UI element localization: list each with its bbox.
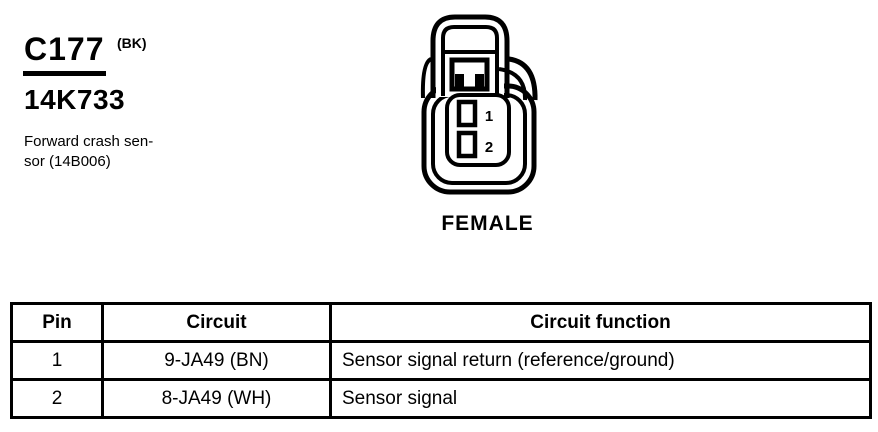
pin-number-2: 2	[485, 139, 493, 156]
pinout-table-head: Pin Circuit Circuit function	[10, 302, 872, 343]
keyway-block-right	[475, 74, 484, 87]
cell-function: Sensor signal return (reference/ground)	[329, 340, 872, 381]
pin-cavity-1	[456, 99, 478, 128]
pin-number-1: 1	[485, 108, 493, 125]
header-circuit: Circuit	[101, 302, 332, 343]
cell-function: Sensor signal	[329, 378, 872, 419]
connector-inner-face	[445, 93, 511, 167]
connector-diagram: 1 2	[420, 14, 538, 195]
right-shoulder-strap	[508, 56, 538, 101]
connector-gender-label: FEMALE	[441, 212, 534, 235]
pinout-table-body: 1 9-JA49 (BN) Sensor signal return (refe…	[10, 340, 872, 419]
table-header-row: Pin Circuit Circuit function	[10, 302, 872, 343]
connector-description-line2: sor (14B006)	[24, 153, 111, 170]
connector-description: Forward crash sen- sor (14B006)	[24, 132, 153, 172]
header-circuit-function: Circuit function	[329, 302, 872, 343]
table-row: 1 9-JA49 (BN) Sensor signal return (refe…	[10, 340, 872, 381]
cell-pin: 1	[10, 340, 104, 381]
cell-circuit: 9-JA49 (BN)	[101, 340, 332, 381]
cell-circuit: 8-JA49 (WH)	[101, 378, 332, 419]
latch-outer	[430, 14, 510, 98]
pin-cavity-2	[456, 130, 478, 159]
right-shoulder-strap-inner	[498, 67, 528, 101]
connector-id-underline	[23, 71, 106, 76]
cell-pin: 2	[10, 378, 104, 419]
left-shoulder-strap	[420, 57, 433, 99]
connector-id: C177	[24, 31, 105, 67]
keyway-block-left	[455, 74, 464, 87]
table-row: 2 8-JA49 (WH) Sensor signal	[10, 378, 872, 419]
connector-color-code: (BK)	[117, 35, 147, 51]
connector-description-line1: Forward crash sen-	[24, 133, 154, 150]
pinout-table: Pin Circuit Circuit function 1 9-JA49 (B…	[10, 302, 872, 419]
header-pin: Pin	[10, 302, 104, 343]
latch-inner	[441, 25, 499, 96]
part-number: 14K733	[24, 84, 126, 115]
